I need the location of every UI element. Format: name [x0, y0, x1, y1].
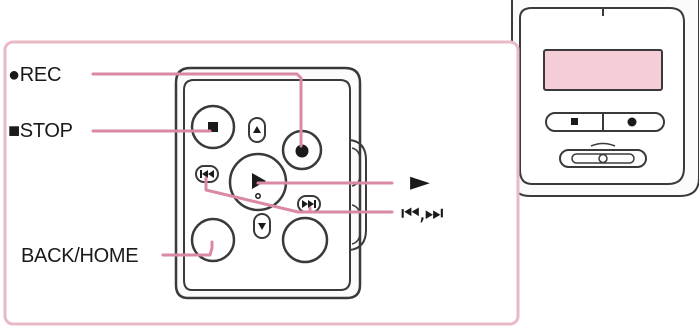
record-dot-icon: [627, 117, 637, 127]
back-home-label: BACK/HOME: [21, 245, 139, 267]
display-screen: [543, 49, 663, 91]
stop-square-icon: [208, 122, 218, 132]
skip-label: ⏮,⏭: [401, 201, 443, 225]
leader-skip-prev: [204, 176, 394, 214]
play-triangle-icon: [252, 173, 266, 189]
arrow-up-icon: [253, 126, 261, 133]
device-top-view: [511, 0, 699, 197]
stop-label: ■STOP: [8, 120, 73, 142]
back-home-button[interactable]: [190, 217, 236, 263]
leader-back-home: [161, 240, 214, 257]
leader-lines: [91, 72, 394, 257]
record-dot-icon: [295, 144, 309, 158]
skip-next-icon: [302, 200, 316, 208]
play-label: ►: [410, 167, 430, 197]
stop-square-icon: [571, 118, 578, 125]
option-button[interactable]: [281, 216, 329, 264]
arrow-down-icon: [258, 223, 266, 230]
leader-rec: [91, 72, 303, 148]
top-button-bar: [545, 112, 665, 132]
rec-label: ●REC: [8, 64, 62, 86]
skip-previous-icon: [200, 170, 214, 178]
